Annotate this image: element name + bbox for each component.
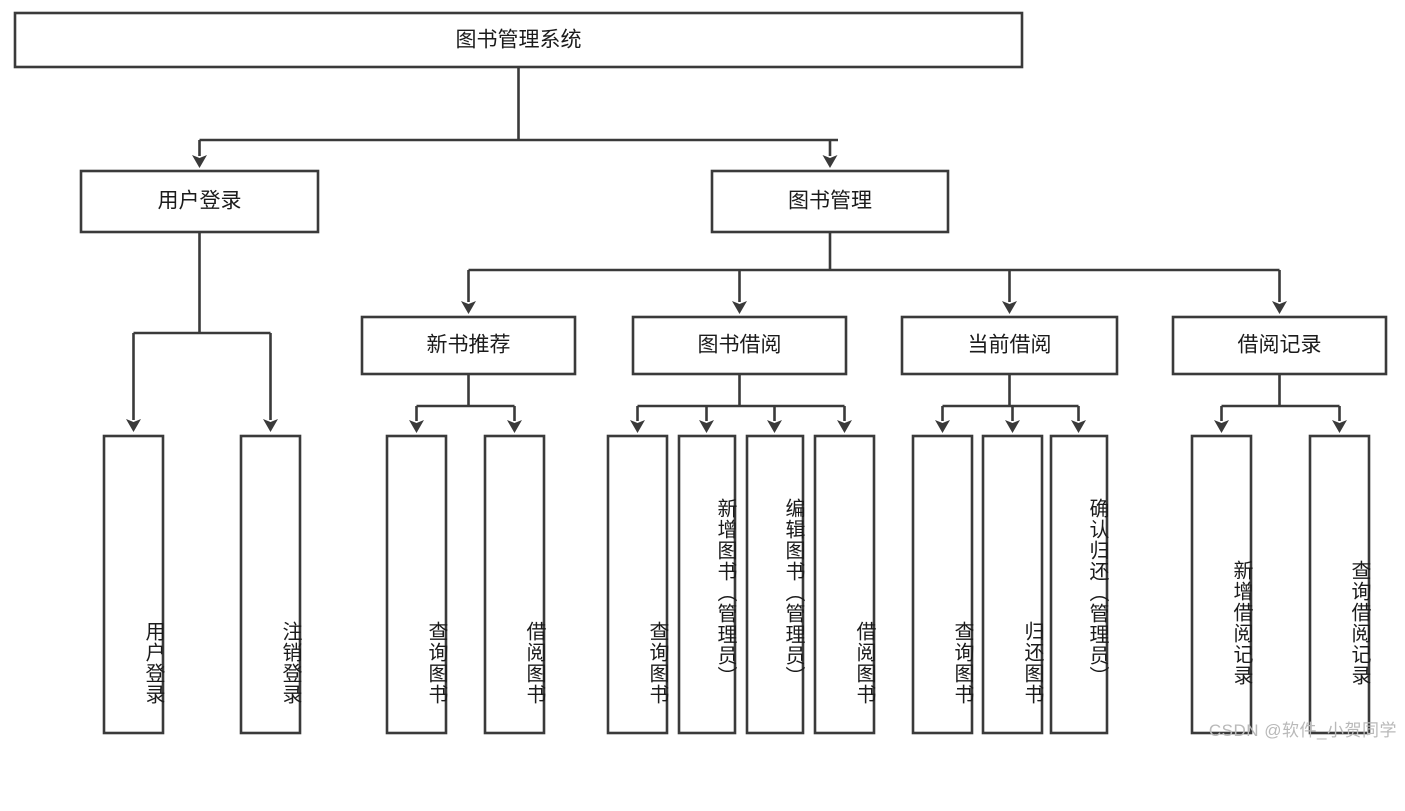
node-current-borrow-box bbox=[900, 315, 1119, 376]
connector-root-to-level2 bbox=[192, 67, 838, 168]
node-current-borrow-label: 当前借阅 bbox=[968, 334, 1052, 357]
node-borrow-record[interactable]: 借阅记录 bbox=[1171, 315, 1388, 376]
leaf-edit-book-box[interactable] bbox=[745, 434, 805, 735]
leaf-query-book-1-box[interactable] bbox=[385, 434, 448, 735]
node-book-borrow-label: 图书借阅 bbox=[698, 334, 782, 357]
leaf-query-book-2-box[interactable] bbox=[606, 434, 669, 735]
csdn-watermark: CSDN @软件_小贺同学 bbox=[1208, 721, 1397, 740]
node-root-box bbox=[13, 11, 1024, 69]
connector-new-book-rec-to-leaves bbox=[409, 374, 522, 433]
leaf-user-logout-box[interactable] bbox=[239, 434, 302, 735]
connector-book-manage-to-level3 bbox=[461, 232, 1287, 314]
node-borrow-record-box bbox=[1171, 315, 1388, 376]
leaf-query-record-box[interactable] bbox=[1308, 434, 1371, 735]
node-root[interactable]: 图书管理系统 bbox=[13, 11, 1024, 69]
leaf-boxes bbox=[102, 434, 1371, 735]
connector-current-borrow-to-leaves bbox=[935, 374, 1086, 433]
leaf-borrow-book-2-box[interactable] bbox=[813, 434, 876, 735]
leaf-add-book-box[interactable] bbox=[677, 434, 737, 735]
node-current-borrow[interactable]: 当前借阅 bbox=[900, 315, 1119, 376]
leaf-query-book-3-box[interactable] bbox=[911, 434, 974, 735]
leaf-add-record-box[interactable] bbox=[1190, 434, 1253, 735]
node-new-book-rec[interactable]: 新书推荐 bbox=[360, 315, 577, 376]
node-new-book-rec-label: 新书推荐 bbox=[427, 334, 511, 357]
node-user-login-box bbox=[79, 169, 320, 234]
leaf-user-login-box[interactable] bbox=[102, 434, 165, 735]
node-root-label: 图书管理系统 bbox=[456, 29, 582, 52]
node-borrow-record-label: 借阅记录 bbox=[1238, 334, 1322, 357]
node-book-borrow-box bbox=[631, 315, 848, 376]
node-book-borrow[interactable]: 图书借阅 bbox=[631, 315, 848, 376]
node-new-book-rec-box bbox=[360, 315, 577, 376]
leaf-borrow-book-1-box[interactable] bbox=[483, 434, 546, 735]
node-book-manage-box bbox=[710, 169, 950, 234]
node-user-login-label: 用户登录 bbox=[158, 190, 242, 213]
diagram-svg: 图书管理系统 用户登录 图书管理 新书推荐 图书借阅 当前借阅 借阅记录 bbox=[13, 11, 1388, 735]
node-user-login[interactable]: 用户登录 bbox=[79, 169, 320, 234]
diagram-canvas: 图书管理系统 用户登录 图书管理 新书推荐 图书借阅 当前借阅 借阅记录 bbox=[13, 11, 1397, 740]
node-book-manage[interactable]: 图书管理 bbox=[710, 169, 950, 234]
connector-book-borrow-to-leaves bbox=[630, 374, 852, 433]
connector-user-login-to-leaves bbox=[126, 232, 278, 432]
node-book-manage-label: 图书管理 bbox=[788, 190, 872, 213]
leaf-return-book-box[interactable] bbox=[981, 434, 1044, 735]
leaf-confirm-return-box[interactable] bbox=[1049, 434, 1109, 735]
connector-borrow-record-to-leaves bbox=[1214, 374, 1347, 433]
